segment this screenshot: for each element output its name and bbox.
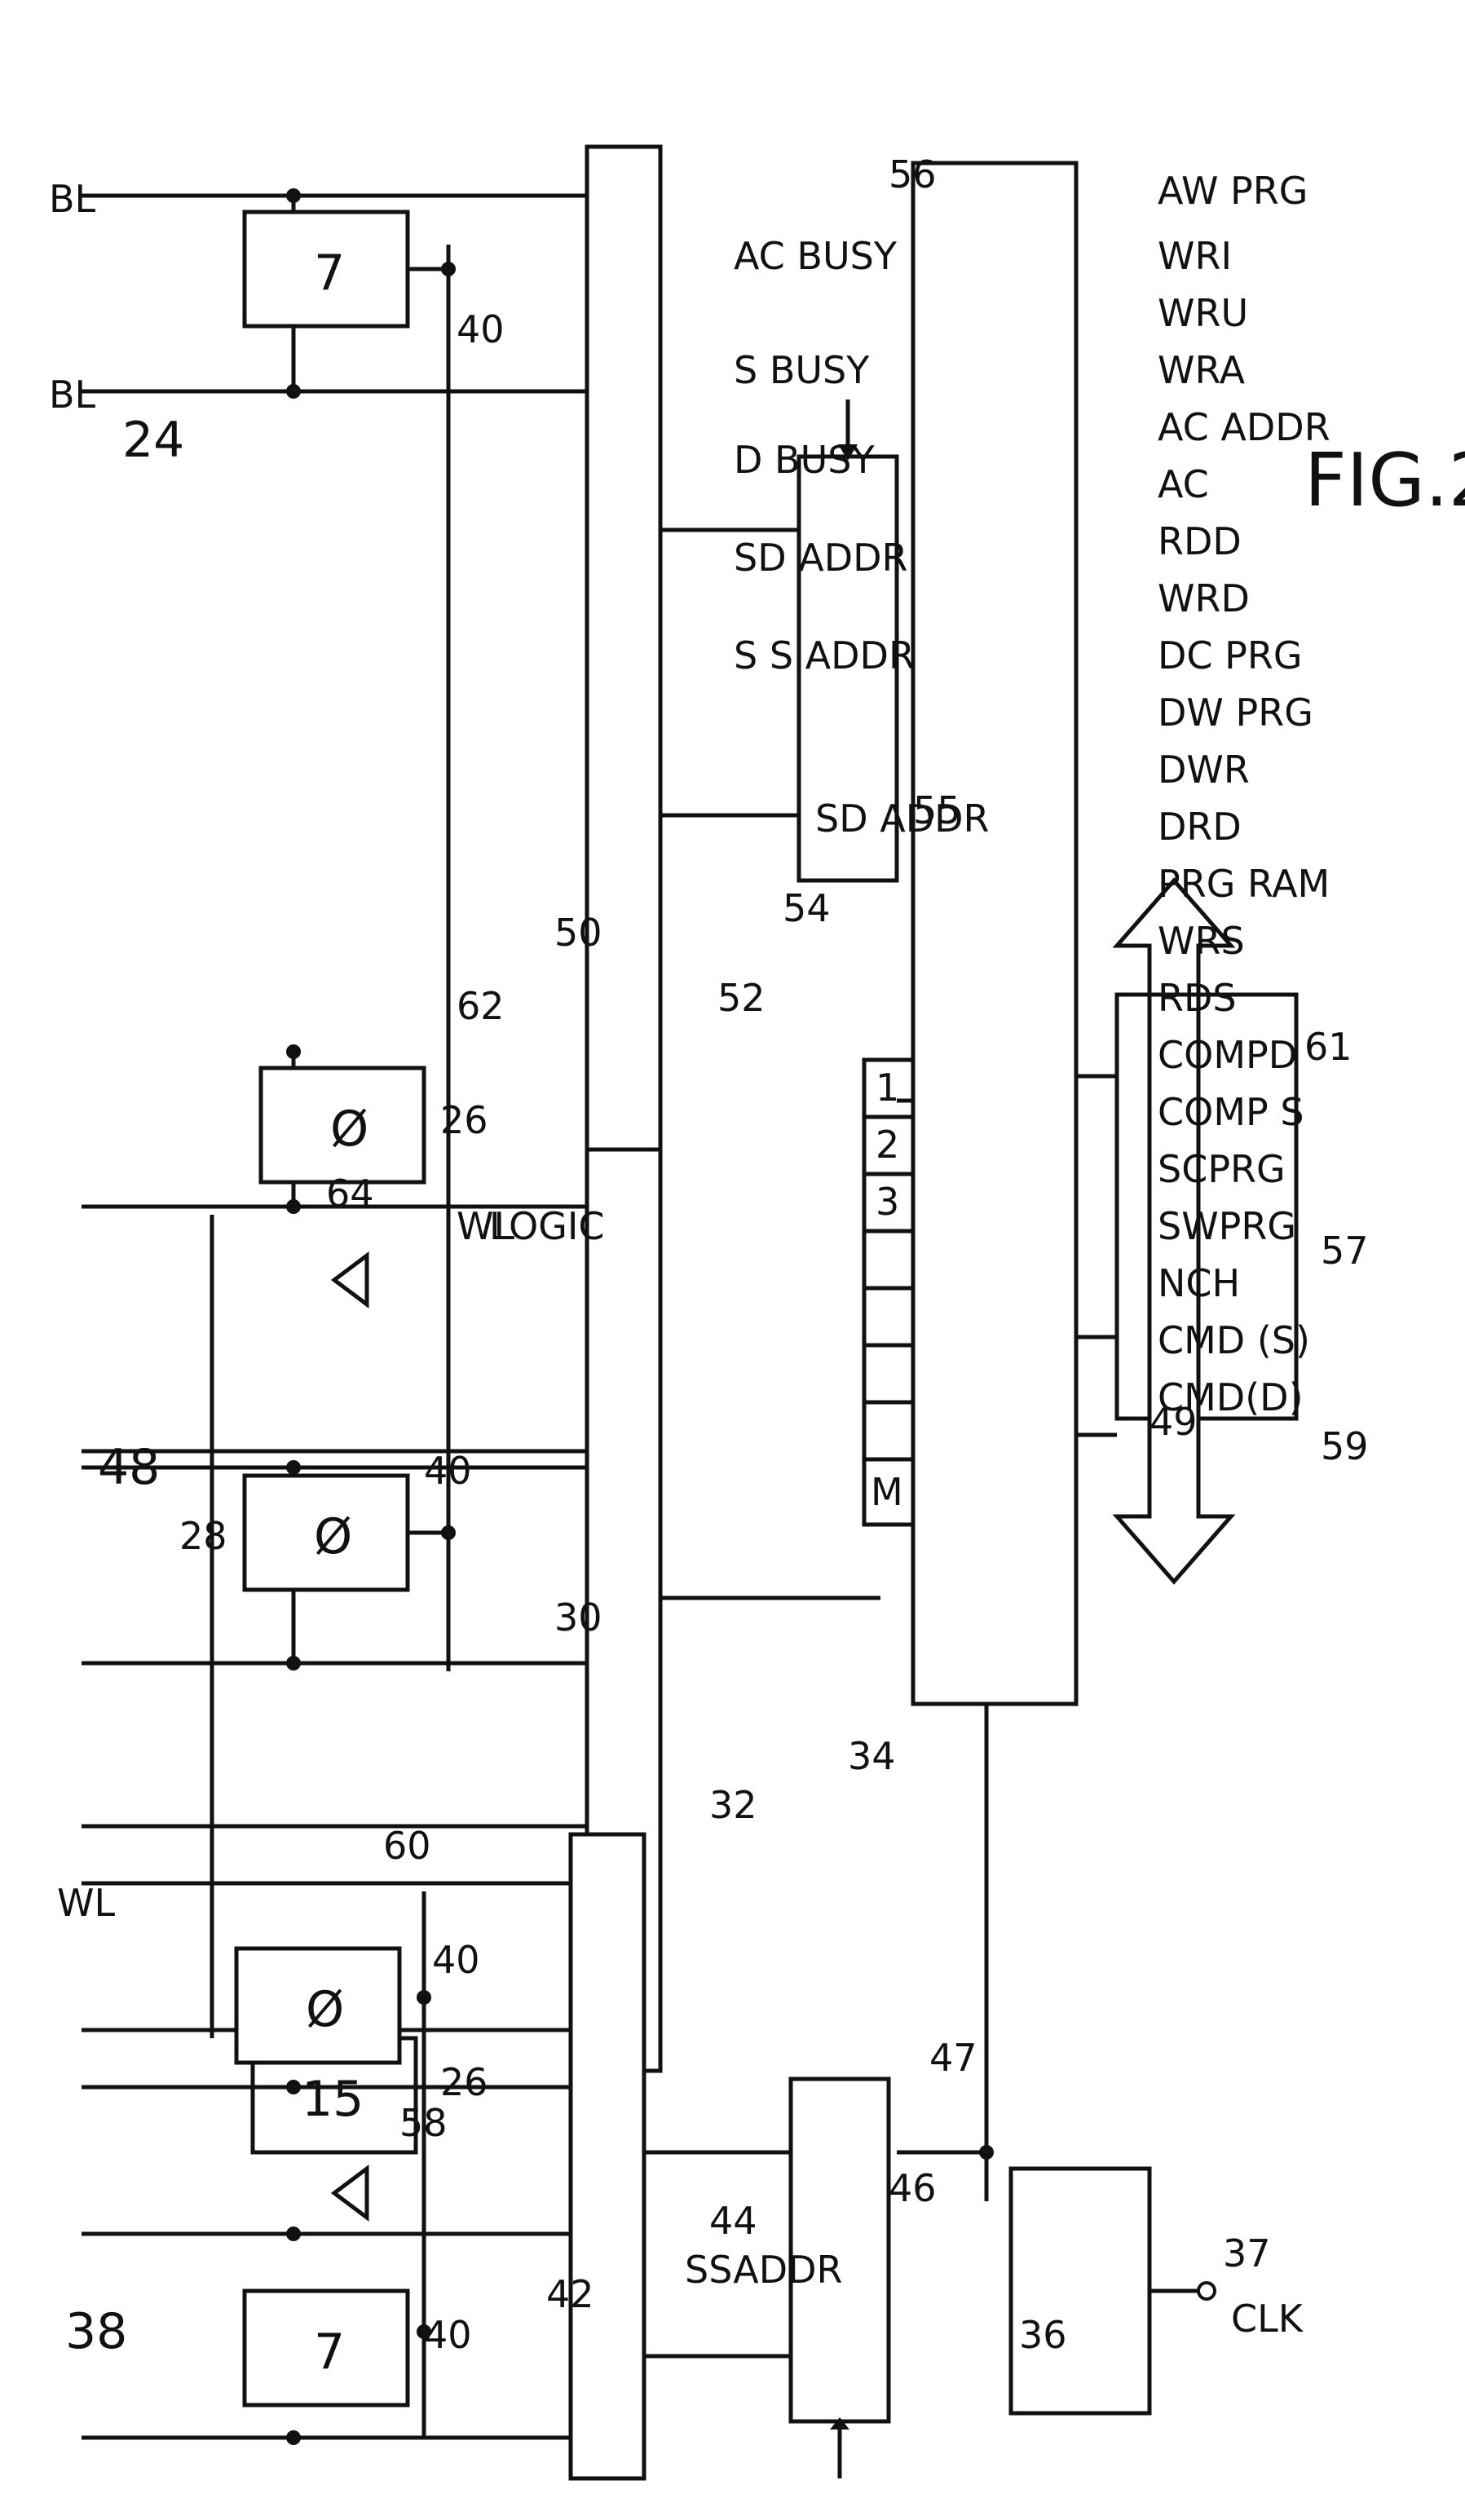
ref-34: 34 xyxy=(848,1734,896,1778)
ref-58: 58 xyxy=(399,2101,448,2145)
bl-label-1: BL xyxy=(49,177,96,221)
ctrl-output-14: RDS xyxy=(1158,976,1237,1020)
cell-24-15: 15 xyxy=(302,2071,364,2128)
register-cell-1: 1 xyxy=(876,1066,899,1110)
ref-36: 36 xyxy=(1019,2313,1067,2357)
cell-24-0: Ø xyxy=(330,1101,368,1158)
ref-64: 64 xyxy=(326,1172,374,1216)
ref-42: 42 xyxy=(546,2272,594,2316)
ctrl-output-13: WRS xyxy=(1158,919,1245,963)
ctrl-output-17: SCPRG xyxy=(1158,1147,1286,1191)
ctrl-output-2: WRU xyxy=(1158,291,1248,335)
ref-55: 55 xyxy=(913,788,961,832)
ref-61: 61 xyxy=(1304,1025,1352,1069)
ctrl-output-9: DW PRG xyxy=(1158,691,1313,735)
ref-40b: 40 xyxy=(424,1449,472,1493)
ref-44: 44 xyxy=(709,2199,757,2243)
ctrl-output-20: CMD (S) xyxy=(1158,1318,1310,1362)
ref-40c: 40 xyxy=(432,1938,480,1982)
labels: FIG.2 48 24 38 BL BL WL WL LOGIC 7 Ø Ø 1… xyxy=(49,152,1465,2381)
ctrl-output-5: AC xyxy=(1158,462,1209,506)
ctrl-input-ss-addr: S S ADDR xyxy=(734,633,915,677)
ref-49: 49 xyxy=(1149,1400,1198,1444)
ref-40d: 40 xyxy=(424,2313,472,2357)
ctrl-output-7: WRD xyxy=(1158,576,1250,620)
register-34: 1 2 3 M xyxy=(862,1057,916,1527)
ctrl-output-16: COMP S xyxy=(1158,1090,1304,1134)
register-cell-2: 2 xyxy=(876,1123,899,1167)
ctrl-output-12: PRG RAM xyxy=(1158,862,1330,906)
ctrl-output-11: DRD xyxy=(1158,805,1242,849)
ref-40a: 40 xyxy=(457,307,505,351)
ctrl-output-15: COMPD xyxy=(1158,1033,1297,1077)
ref-50: 50 xyxy=(554,911,602,955)
control-section xyxy=(897,161,1299,2201)
ref-28: 28 xyxy=(179,1514,227,1558)
ref-26a: 26 xyxy=(440,1098,488,1142)
ctrl-output-8: DC PRG xyxy=(1158,633,1303,677)
figure-label: FIG.2 xyxy=(1304,438,1465,523)
wl-logic-line2: LOGIC xyxy=(489,1204,605,1248)
ctrl-output-18: SWPRG xyxy=(1158,1204,1296,1248)
ctrl-output-6: RDD xyxy=(1158,519,1242,563)
wl-label: WL xyxy=(57,1881,115,1925)
ref-37: 37 xyxy=(1223,2231,1271,2275)
ref-54: 54 xyxy=(783,886,831,930)
ref-56: 56 xyxy=(889,152,937,196)
ctrl-output-3: WRA xyxy=(1158,348,1246,392)
ref-24: 24 xyxy=(122,412,184,469)
ctrl-output-0: AW PRG xyxy=(1158,169,1308,213)
wl-logic-line1: WL xyxy=(457,1204,514,1248)
cell-38-7: 7 xyxy=(314,2324,345,2381)
ctrl-output-1: WRI xyxy=(1158,234,1232,278)
ctrl-output-21: CMD(D) xyxy=(1158,1375,1304,1419)
bl-bar-label-1: BL xyxy=(49,373,96,417)
sd-addr-label: SD ADDR xyxy=(815,797,990,841)
section-38 xyxy=(82,1832,1216,2481)
ref-57: 57 xyxy=(1321,1229,1369,1273)
ctrl-output-10: DWR xyxy=(1158,748,1250,792)
ctrl-input-d-busy: D BUSY xyxy=(734,438,875,482)
clk-label: CLK xyxy=(1231,2297,1304,2341)
ctrl-output-4: AC ADDR xyxy=(1158,405,1330,449)
ss-addr-label: SSADDR xyxy=(685,2248,843,2292)
ctrl-input-ac-busy: AC BUSY xyxy=(734,234,898,278)
ref-30: 30 xyxy=(554,1595,602,1640)
ctrl-input-sd-addr: SD ADDR xyxy=(734,536,908,580)
cell-38-0: Ø xyxy=(306,1981,344,2038)
ref-26b: 26 xyxy=(440,2060,488,2104)
register-cell-m: M xyxy=(871,1470,903,1514)
ref-59: 59 xyxy=(1321,1424,1369,1468)
ref-46: 46 xyxy=(889,2166,937,2210)
ref-48: 48 xyxy=(98,1439,160,1496)
ref-62: 62 xyxy=(457,984,505,1028)
ref-38: 38 xyxy=(65,2303,127,2360)
ctrl-output-19: NCH xyxy=(1158,1261,1240,1305)
cell-48-0: Ø xyxy=(314,1508,352,1565)
ref-52: 52 xyxy=(717,976,766,1020)
register-cell-3: 3 xyxy=(876,1180,899,1224)
cell-48-7: 7 xyxy=(314,245,345,302)
ref-60: 60 xyxy=(383,1824,431,1868)
ref-47: 47 xyxy=(929,2036,977,2080)
ref-32: 32 xyxy=(709,1783,757,1827)
ctrl-input-s-busy: S BUSY xyxy=(734,348,870,392)
